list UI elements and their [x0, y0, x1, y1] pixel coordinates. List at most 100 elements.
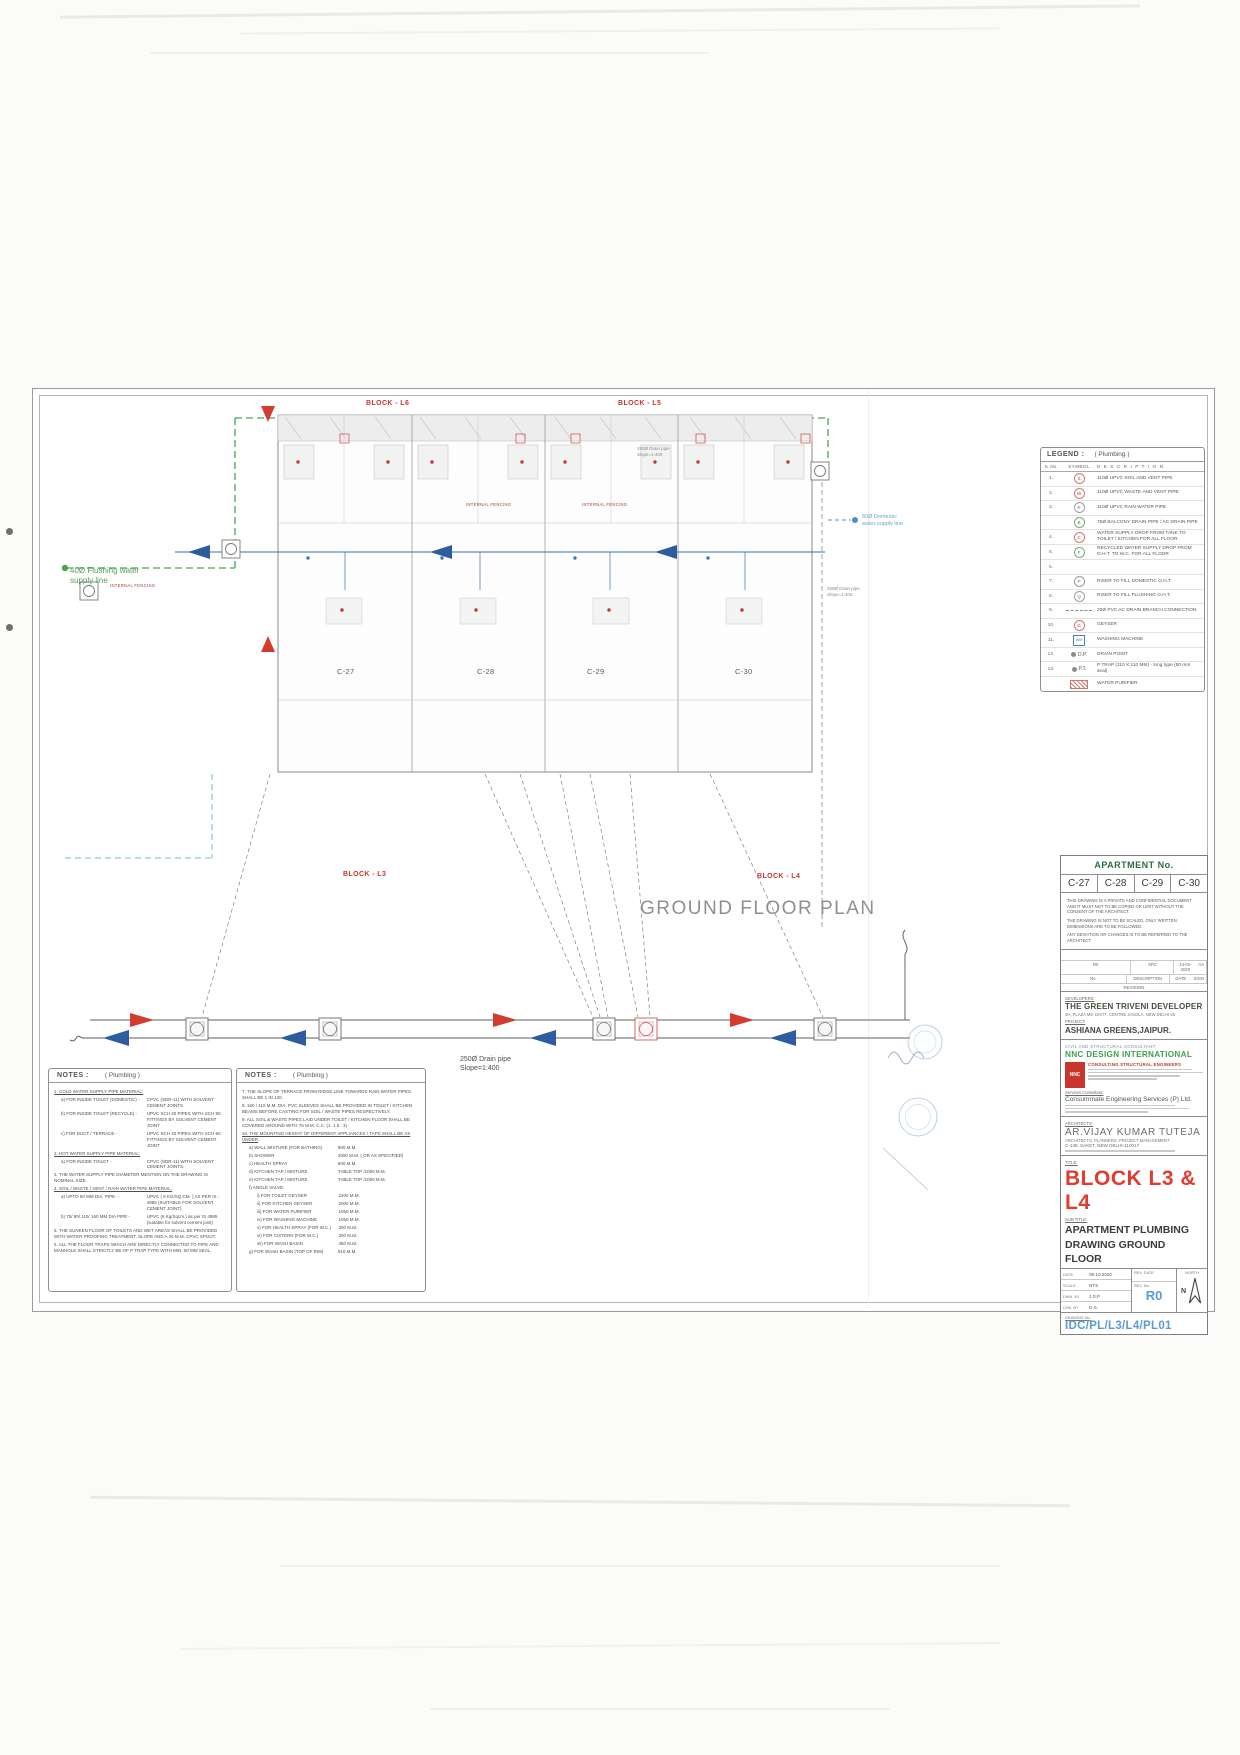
note-line: b) FOR INSIDE TOILET (RECYCLE) - UPVC SC…	[61, 1111, 221, 1128]
drawing-title: BLOCK L3 & L4	[1065, 1167, 1196, 1215]
subtitle-label: SUB TITLE:	[1065, 1217, 1088, 1223]
legend-symbol-icon: WM	[1073, 634, 1085, 646]
legend-column-headers: S. No. SYMBOL D E S C R I P T I O N	[1041, 462, 1204, 472]
legend-title: LEGEND :	[1047, 451, 1085, 458]
legend-description	[1097, 566, 1204, 568]
flow-arrow-red	[130, 1013, 154, 1027]
interior-lines	[278, 522, 812, 701]
legend-description: WATER PURIFIER	[1097, 681, 1138, 687]
legend-description: WASHING MACHINE	[1097, 637, 1144, 643]
drawing-no-value: IDC/PL/L3/L4/PL01	[1065, 1320, 1172, 1332]
legend-description: 75Ø BALCONY DRAIN PIPE / AC DRAIN PIPE	[1097, 519, 1198, 525]
flow-arrow-blue	[530, 1030, 556, 1046]
legend-row-number: 12.	[1047, 652, 1055, 658]
drawn-by-value: J.S.P	[1089, 1293, 1100, 1299]
drain-connectors	[201, 773, 906, 1018]
unit-label-c29: C-29	[587, 667, 605, 676]
floor-plan-drawing	[61, 406, 943, 1191]
legend-row-number: 7.	[1048, 579, 1053, 585]
apartment-no-header: APARTMENT No.	[1061, 856, 1207, 875]
apartment-number-cell: C-27	[1061, 875, 1098, 892]
legend-symbol-icon	[1070, 679, 1088, 689]
note-line: v) FOR HEALTH SPRAY (FOR W.C.) 300 M.M.	[257, 1225, 358, 1230]
note-line: 2. HOT WATER SUPPLY PIPE MATERIAL:	[54, 1150, 141, 1156]
legend-symbol-icon	[1066, 610, 1092, 612]
drawing-subtitle-line2: DRAWING GROUND FLOOR	[1065, 1238, 1166, 1265]
architect-section: ARCHITECTS: AR.VIJAY KUMAR TUTEJA ARCHIT…	[1061, 1117, 1207, 1157]
punch-hole	[6, 528, 13, 535]
note-line: b) SHOWER 2000 M.M. ( OR AS SPECIFIED)	[249, 1152, 404, 1158]
notes2-body: 7. THE SLOPE OF TERRACE FROM RIDGE LINE …	[237, 1083, 425, 1261]
notes1-subtitle: ( Plumbing )	[104, 1072, 140, 1079]
legend-row: 3. R 110Ø UPVC RAIN WATER PIPE	[1041, 501, 1204, 516]
unit-dividers	[411, 415, 679, 772]
disclaimer-line: ANY DEVIATION OR CHANGES IS TO BE REFERR…	[1067, 932, 1188, 944]
note-line: g) FOR WASH BASIN (TOP OF RIM) 810 M.M.	[249, 1249, 357, 1255]
north-arrow-icon	[1188, 1278, 1202, 1304]
balcony-hatch	[284, 416, 797, 440]
note-line: c) HEALTH SPRAY 600 M.M.	[249, 1160, 357, 1166]
note-line: vi) FOR CISTERN (FOR W.C.) 300 M.M.	[257, 1233, 358, 1239]
block-l5-label: BLOCK - L5	[618, 400, 662, 407]
unit-label-c30: C-30	[735, 667, 753, 676]
apartment-number-cell: C-29	[1135, 875, 1172, 892]
note-line: a) WALL MIXTURE (FOR BATHING) 900 M.M.	[249, 1144, 357, 1150]
consultant-section: CIVIL AND STRUCTURAL CONSULTANT: NNC DES…	[1061, 1040, 1207, 1118]
fine-print-line	[1088, 1078, 1157, 1080]
disclaimer-line: THE DRAWING IS NOT TO BE SCALED, ONLY WR…	[1067, 918, 1177, 929]
legend-symbol-icon: G	[1073, 619, 1085, 631]
legend-description: 110Ø UPVC WASTE AND VENT PIPE	[1097, 490, 1179, 496]
note-line: 10. THE MOUNTING HEIGHT OF DIFFERENT APP…	[242, 1130, 411, 1142]
legend-subtitle: ( Plumbing )	[1094, 451, 1130, 458]
legend-description: RISER TO FILL FLUSHING O.H.T.	[1097, 593, 1171, 599]
legend-row: 1. S 110Ø UPVC SOIL AND VENT PIPE	[1041, 472, 1204, 487]
rev-no-label: REV. No.	[1134, 1283, 1150, 1288]
drain-label-top: 250Ø Drain pipe Slope=1:400	[637, 446, 670, 457]
block-l3-label: BLOCK - L3	[343, 871, 387, 878]
legend-description: 25Ø PVC AC DRAIN BRANCH CONNECTION	[1097, 607, 1197, 613]
flow-arrow-blue	[770, 1030, 796, 1046]
legend-symbol-icon: F	[1073, 546, 1085, 558]
north-n: N	[1180, 1287, 1187, 1295]
developer-address: 3H, PLAZA M6, DISTT. CENTRE JASOLA, NEW …	[1065, 1011, 1176, 1017]
flow-arrow-red	[261, 636, 275, 652]
developer-name: THE GREEN TRIVENI DEVELOPER	[1065, 1001, 1203, 1011]
note-line: 6. ALL THE FLOOR TRAPS WHICH ARE DIRECTL…	[54, 1241, 219, 1253]
note-line: 4. SOIL / WASTE / VENT / RAIN WATER PIPE…	[54, 1186, 173, 1192]
drain-label-bottom: 250Ø Drain pipe Slope=1:400	[460, 1056, 511, 1073]
note-line: 1. COLD WATER SUPPLY PIPE MATERIAL:	[54, 1089, 144, 1095]
apartment-number-cell: C-30	[1178, 878, 1200, 889]
punch-hole	[6, 624, 13, 631]
riser-boxes	[339, 433, 811, 444]
note-line: b) 75/ 90/ 110/ 160 MM DIA PIPE - UPVC (…	[61, 1214, 218, 1225]
legend-row: 9. 25Ø PVC AC DRAIN BRANCH CONNECTION	[1041, 604, 1204, 619]
legend-row: 10. G GEYSER	[1041, 619, 1204, 634]
services-consultant-name: Consummate Engineering Services (P) Ltd.	[1065, 1095, 1192, 1103]
notes-box-1: NOTES : ( Plumbing ) 1. COLD WATER SUPPL…	[48, 1068, 232, 1292]
note-line: d) KITCHEN TAP / MIXTURE TABLE TOP /1050…	[249, 1168, 386, 1174]
legend-symbol-icon: C	[1073, 531, 1085, 543]
note-line: a) UPTO 50 MM DIA. PIPE - UPVC ( 6 KG/SQ…	[61, 1194, 220, 1212]
disclaimer-line: THIS DRAWING IS A PRIVATE AND CONFIDENTI…	[1067, 898, 1192, 915]
note-line: iii) FOR WATER PURIFIER 1050 M.M.	[257, 1208, 360, 1214]
fine-print-line	[1065, 1150, 1176, 1152]
scan-streak	[90, 1495, 1070, 1508]
scan-streak	[240, 27, 1000, 35]
legend-symbol-icon: R	[1073, 502, 1085, 514]
disclaimer-notes: THIS DRAWING IS A PRIVATE AND CONFIDENTI…	[1061, 893, 1207, 950]
scan-streak	[430, 1708, 890, 1710]
notes1-body: 1. COLD WATER SUPPLY PIPE MATERIAL: a) F…	[49, 1083, 231, 1260]
legend-row-number: 11.	[1047, 637, 1055, 643]
architect-name: AR.VIJAY KUMAR TUTEJA	[1065, 1127, 1201, 1139]
scan-streak	[150, 52, 710, 54]
fine-print-line	[1065, 1107, 1190, 1110]
note-line: e) KITCHEN TAP / MIXTURE TABLE TOP /1050…	[249, 1176, 386, 1182]
legend-symbol-icon: P.T.	[1072, 666, 1087, 672]
civil-consultant-name: NNC DESIGN INTERNATIONAL	[1065, 1049, 1193, 1059]
legend-row-number: 9.	[1048, 608, 1053, 614]
legend-description: RECYCLED WATER SUPPLY DROP FROM O.H.T. T…	[1097, 546, 1192, 558]
